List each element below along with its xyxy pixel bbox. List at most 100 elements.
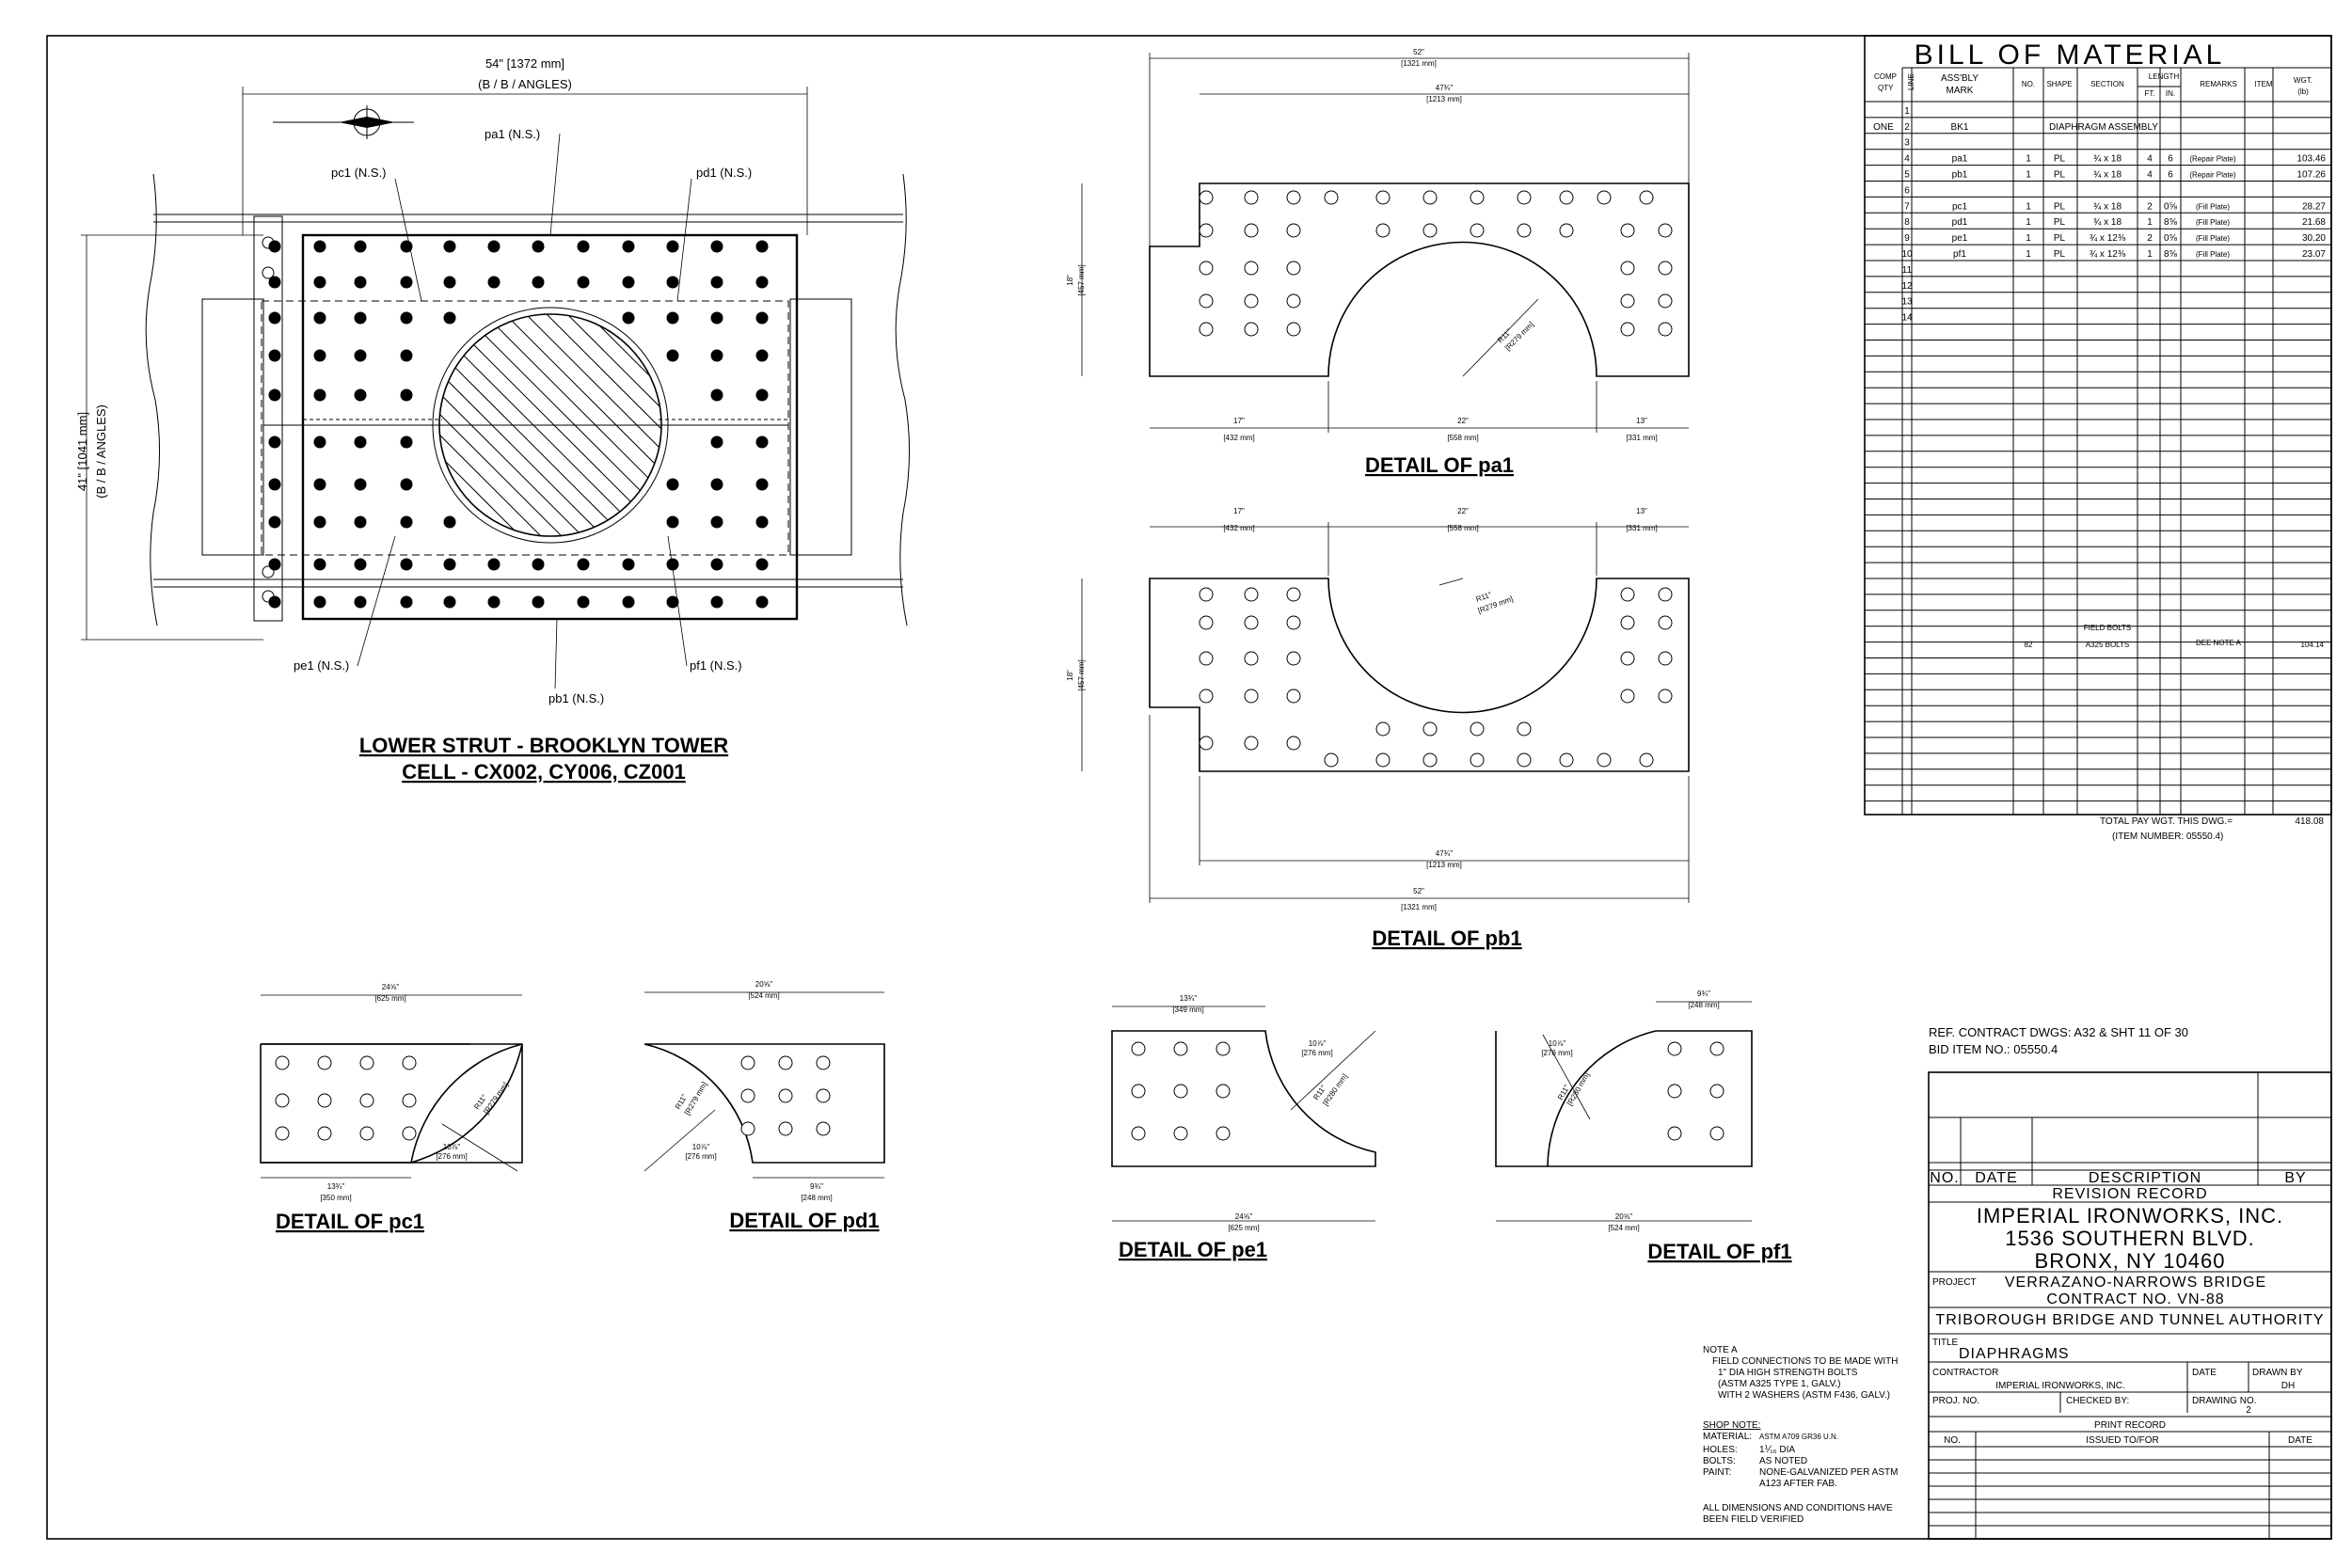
bom-bolts-no: 82: [2025, 641, 2033, 649]
detail-pd1: 20⅝" [524 mm] 9¾" [248 mm] R11" [R279 mm…: [644, 980, 885, 1232]
bolt-hole: [317, 1126, 332, 1141]
bolt-hole: [778, 1088, 793, 1103]
pb1-inner: 47¾": [1436, 849, 1454, 858]
bom-title: BILL OF MATERIAL: [1915, 40, 2226, 71]
bom-cell-line: 14: [1901, 313, 1913, 324]
tb-pr-no: NO.: [1944, 1435, 1961, 1446]
bom-cell-section: ¾ x 12⅜: [2090, 233, 2126, 244]
bom-bolts-wgt: 104.14: [2301, 641, 2325, 649]
rev-desc: DESCRIPTION: [2089, 1170, 2201, 1186]
bolt-dot: [313, 436, 326, 449]
bolt-hole: [1667, 1126, 1682, 1141]
detail-pa1: 52" [1321 mm] 47¾" [1213 mm] 17" [432 mm…: [1066, 48, 1690, 477]
pa1-title: DETAIL OF pa1: [1365, 453, 1514, 477]
bom-cell-line: 9: [1904, 233, 1910, 244]
pd1-bottom: 9¾": [810, 1182, 823, 1191]
bolt-dot: [400, 595, 413, 609]
bolts-label: BOLTS:: [1703, 1456, 1736, 1466]
pa1-seg-mid: 22": [1457, 417, 1469, 425]
bolt-dot: [666, 276, 679, 289]
pd1-top: 20⅝": [755, 980, 773, 989]
bolt-hole: [1173, 1041, 1188, 1056]
bom-cell-mark: pd1: [1952, 217, 1968, 228]
break-line-left: [145, 173, 161, 626]
bolt-hole: [359, 1055, 374, 1070]
bolt-dot: [577, 240, 590, 253]
bolt-dot: [622, 311, 635, 325]
bom-cell-ft: 4: [2147, 170, 2153, 181]
bom-cell-in: 0⅝: [2164, 201, 2178, 212]
tb-drawing-no-value: 2: [2246, 1405, 2251, 1416]
bom-cell-wgt: 30.20: [2302, 233, 2326, 244]
tb-date-label: DATE: [2192, 1368, 2217, 1378]
detail-pe1: 13¾" [349 mm] 24⅝" [625 mm] R11" [R280 m…: [1111, 994, 1376, 1261]
bolt-dot: [354, 478, 367, 491]
pc1-arc-mm: [276 mm]: [436, 1152, 467, 1161]
tb-company: IMPERIAL IRONWORKS, INC.: [1977, 1204, 2283, 1227]
bolt-dot: [666, 311, 679, 325]
bolts-value: AS NOTED: [1759, 1456, 1807, 1466]
note-a-title: NOTE A: [1703, 1345, 1738, 1355]
bom-cell-wgt: 103.46: [2296, 154, 2326, 165]
bolt-dot: [354, 349, 367, 362]
bom-cell-in: 8⅝: [2164, 249, 2178, 260]
bolt-hole: [1597, 752, 1612, 768]
bolt-dot: [354, 276, 367, 289]
hatch-line: [439, 314, 593, 536]
bolt-hole: [1658, 651, 1673, 666]
bolt-dot: [443, 515, 456, 529]
bolt-hole: [1244, 615, 1259, 630]
bolt-dot: [354, 436, 367, 449]
bolt-dot: [354, 558, 367, 571]
detail-pb1: 17" [432 mm] 22" [558 mm] 13" [331 mm] 4…: [1066, 507, 1690, 950]
bolt-dot: [313, 558, 326, 571]
note-a-line-1: FIELD CONNECTIONS TO BE MADE WITH: [1712, 1356, 1898, 1367]
bolt-dot: [443, 276, 456, 289]
pe1-top: 13¾": [1180, 994, 1198, 1003]
bolt-hole: [1658, 587, 1673, 602]
bolt-hole: [1658, 689, 1673, 704]
bolt-hole: [1709, 1084, 1724, 1099]
bom-cell-shape: PL: [2054, 233, 2066, 244]
bom-cell-shape: PL: [2054, 217, 2066, 228]
bolt-hole: [317, 1093, 332, 1108]
pb1-overall-mm: [1321 mm]: [1401, 903, 1437, 911]
detail-pc1: 24⅝" [625 mm] 13¾" [350 mm] R11" [R279 m…: [260, 983, 523, 1233]
bolt-hole: [1199, 689, 1214, 704]
bolt-hole: [402, 1055, 417, 1070]
bolt-dot: [400, 436, 413, 449]
bolt-hole: [1658, 293, 1673, 309]
bom-cell-ft: 4: [2147, 154, 2153, 165]
bolt-hole: [1244, 261, 1259, 276]
bolt-dot: [400, 349, 413, 362]
bolt-dot: [577, 558, 590, 571]
title-block: NO. DATE DESCRIPTION BY REVISION RECORD …: [1928, 1071, 2332, 1540]
bolt-hole: [1244, 651, 1259, 666]
bolt-hole: [1286, 190, 1301, 205]
bolt-hole: [1620, 261, 1635, 276]
pa1-seg-left: 17": [1233, 417, 1245, 425]
tb-contract: CONTRACT NO. VN-88: [2046, 1291, 2224, 1307]
tb-drawn-by-label: DRAWN BY: [2252, 1368, 2303, 1378]
bolt-dot: [400, 240, 413, 253]
callout-pb1: pb1 (N.S.): [548, 691, 604, 705]
bolt-hole: [275, 1055, 290, 1070]
tb-contractor-label: CONTRACTOR: [1932, 1368, 1998, 1378]
tb-drawing-no-label: DRAWING NO.: [2192, 1396, 2257, 1406]
pa1-inner-mm: [1213 mm]: [1426, 95, 1462, 103]
bolt-dot: [755, 558, 769, 571]
bolt-dot: [268, 595, 281, 609]
bolt-dot: [313, 478, 326, 491]
bolt-hole: [778, 1055, 793, 1070]
bolt-hole: [1470, 752, 1485, 768]
bolt-dot: [268, 311, 281, 325]
hatch-line: [439, 314, 572, 536]
bom-cell-section: ¾ x 18: [2093, 201, 2122, 212]
bolt-dot: [354, 388, 367, 402]
bolt-dot: [622, 595, 635, 609]
bolt-hole: [1216, 1126, 1231, 1141]
bom-h-qty: QTY: [1878, 84, 1894, 92]
bolt-dot: [268, 240, 281, 253]
note-a-line-2: 1" DIA HIGH STRENGTH BOLTS: [1718, 1368, 1858, 1378]
bolt-hole: [1422, 190, 1438, 205]
